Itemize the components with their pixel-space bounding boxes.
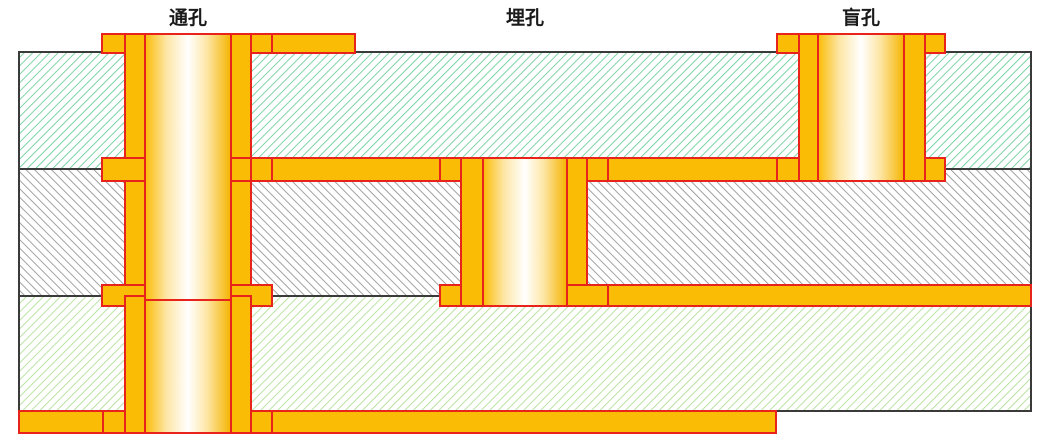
through-via-label: 通孔 bbox=[169, 7, 207, 29]
through-via-left-wall-bottom bbox=[124, 295, 146, 434]
blind-via-hole bbox=[817, 33, 905, 182]
blind-via-label: 盲孔 bbox=[842, 6, 880, 29]
blind-via-right-wall bbox=[903, 33, 926, 182]
inner-trace-2-right bbox=[586, 284, 1032, 307]
buried-via-hole bbox=[482, 157, 568, 307]
inner-trace-left bbox=[250, 157, 462, 182]
buried-via-bottom-pad-right bbox=[566, 284, 609, 307]
buried-via-left-wall bbox=[460, 157, 484, 307]
blind-via-left-wall bbox=[798, 33, 819, 182]
inner-trace-right bbox=[586, 157, 778, 182]
buried-via-right-wall bbox=[566, 157, 588, 307]
through-via-hole-bottom bbox=[144, 299, 232, 434]
buried-via bbox=[439, 157, 609, 307]
through-via-right-wall-bottom bbox=[230, 295, 252, 434]
copper-segment-dividers bbox=[102, 34, 778, 433]
through-via-inner-pad-1-left bbox=[101, 157, 146, 182]
buried-via-label: 埋孔 bbox=[506, 7, 544, 29]
blind-via bbox=[776, 33, 946, 182]
